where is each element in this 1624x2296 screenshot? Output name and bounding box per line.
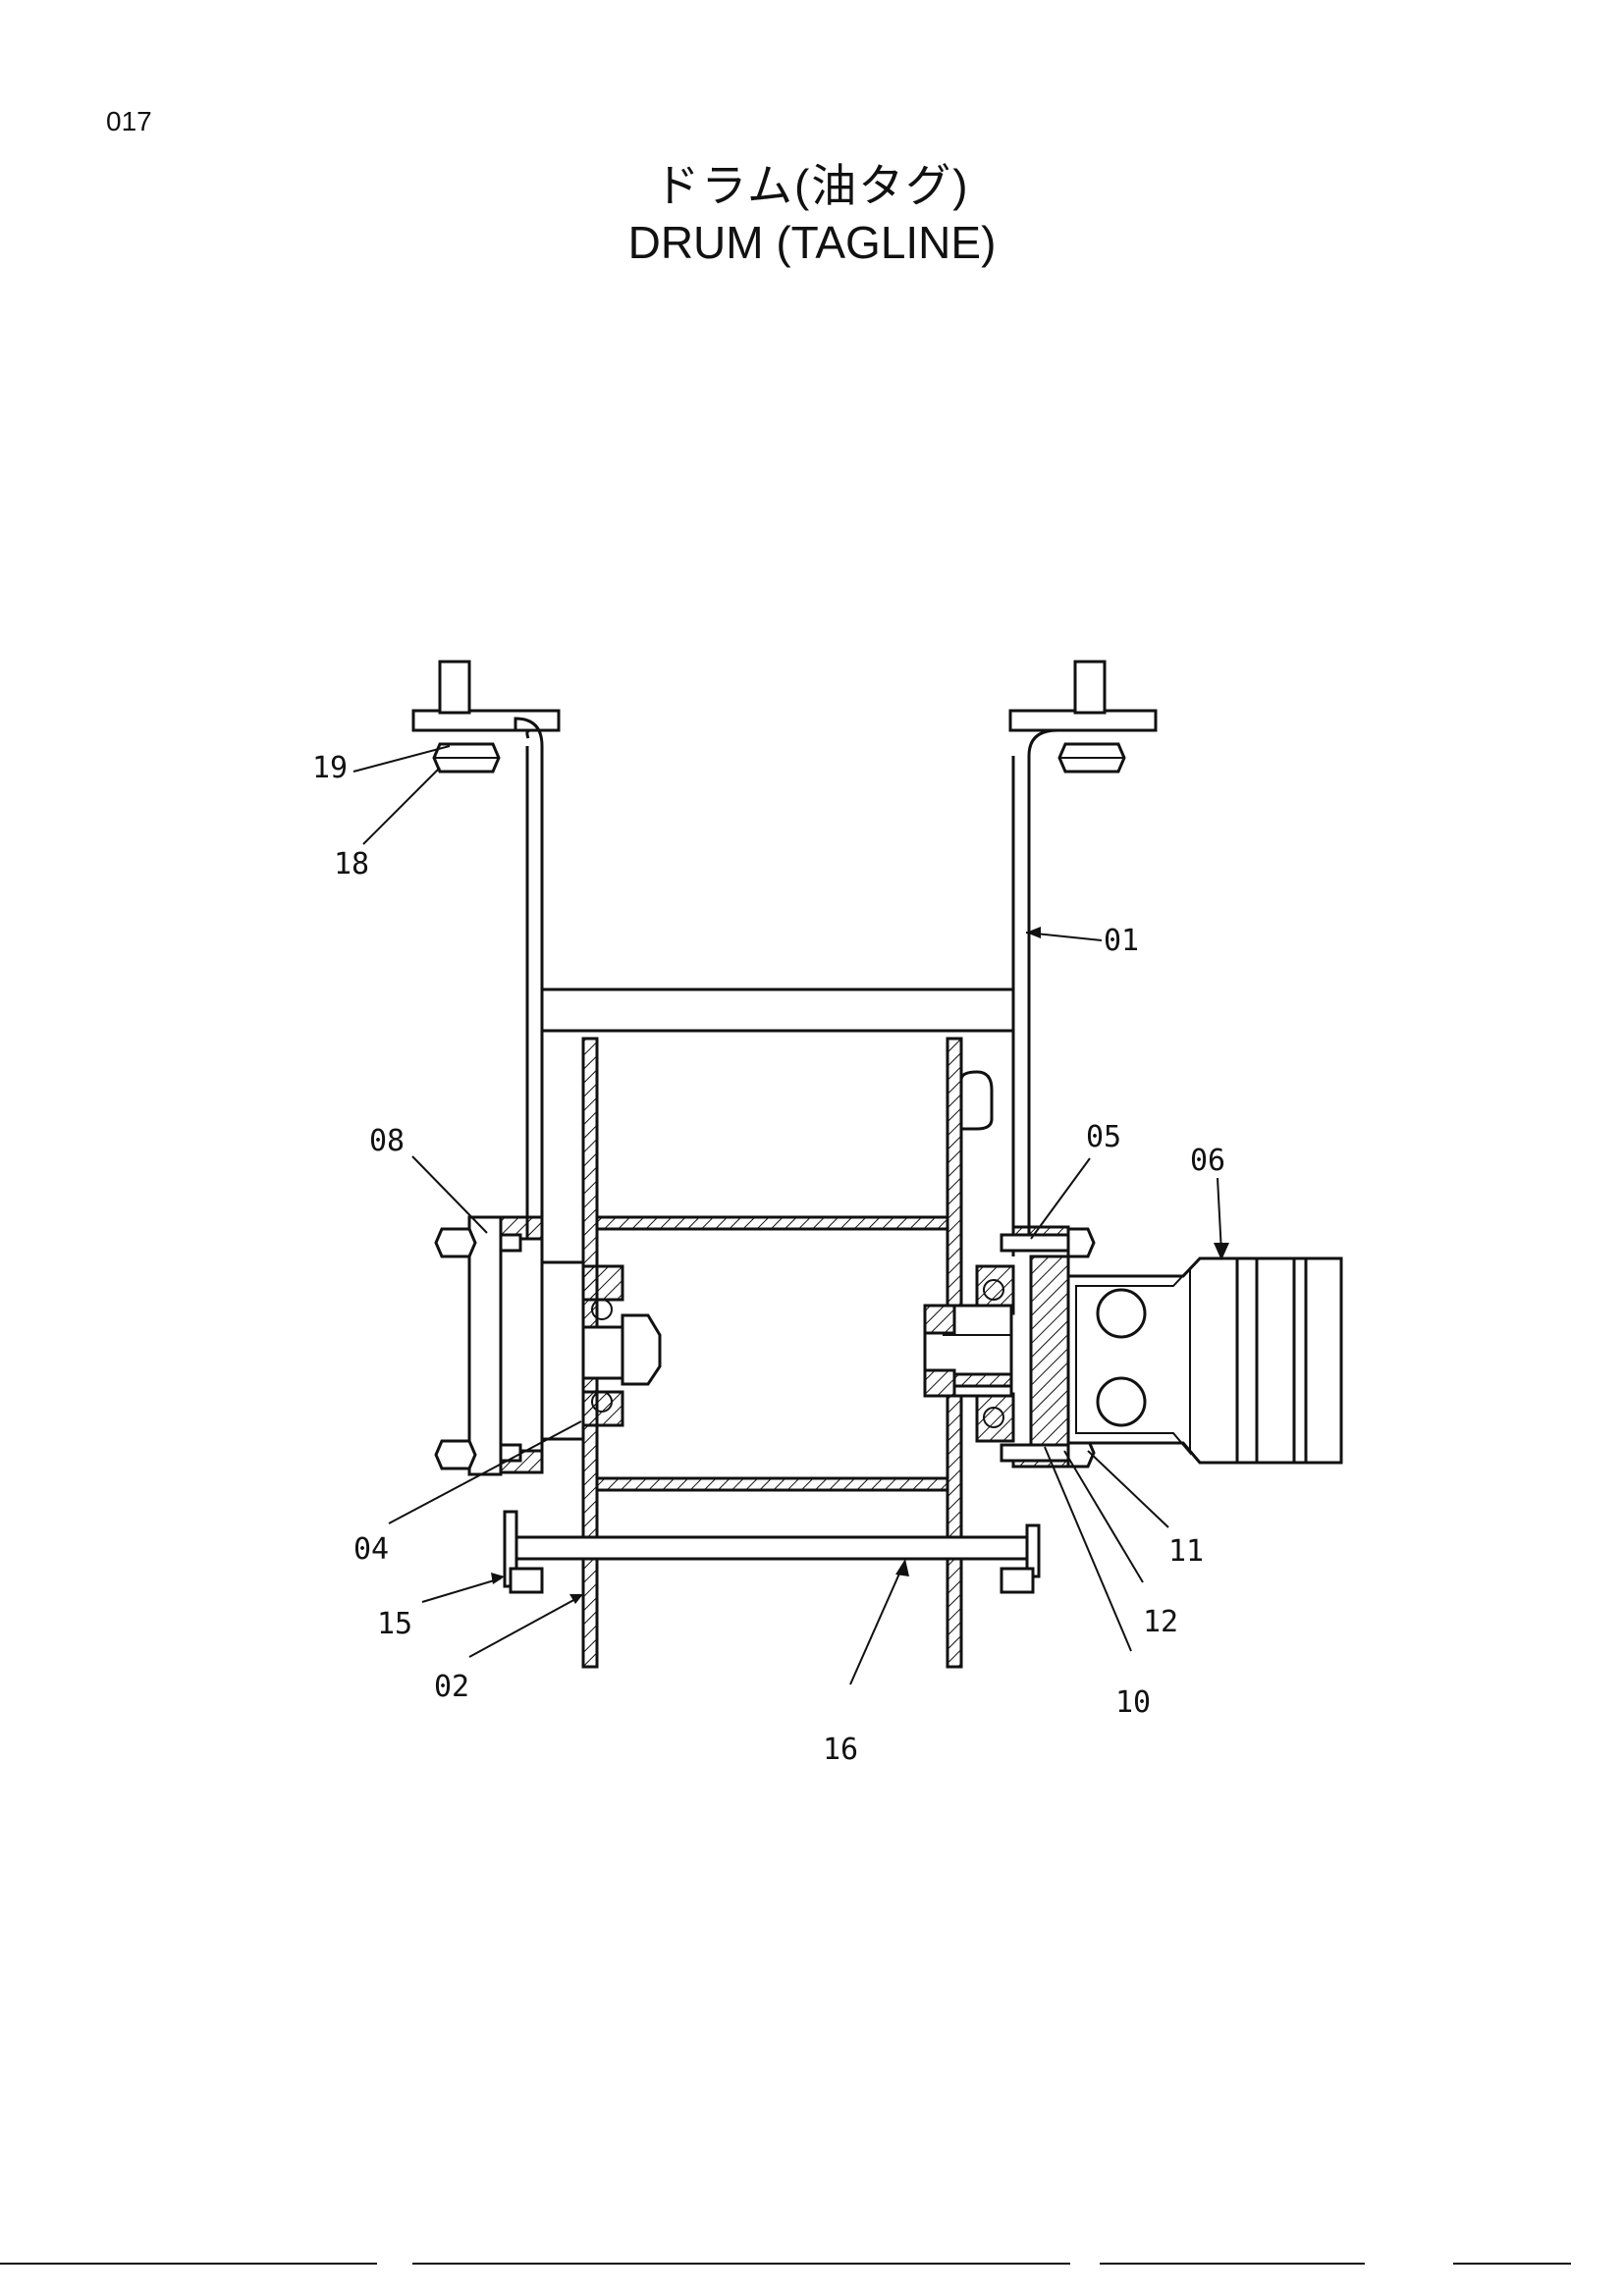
- bolt-housing-right-top: [1000, 1227, 1096, 1258]
- tie-rod: [503, 1510, 1041, 1594]
- leader-lines: [352, 745, 1229, 1685]
- frame-bracket: [411, 660, 1158, 1256]
- callout-05: 05: [1086, 1120, 1121, 1154]
- hydraulic-motor: [1066, 1256, 1343, 1465]
- callout-12: 12: [1143, 1605, 1178, 1639]
- drum-barrel: [595, 1215, 949, 1492]
- bolt-housing-right-bottom: [1000, 1437, 1096, 1468]
- callout-15: 15: [377, 1607, 412, 1641]
- callout-04: 04: [353, 1532, 389, 1567]
- callout-06: 06: [1190, 1144, 1225, 1178]
- callout-19: 19: [312, 751, 348, 785]
- mounting-bolt-right: [1057, 742, 1126, 774]
- title-english: DRUM (TAGLINE): [627, 217, 997, 268]
- page-title: ドラム(油タグ) DRUM (TAGLINE): [0, 157, 1624, 271]
- flange-handle: [959, 1070, 994, 1131]
- callout-08: 08: [369, 1124, 405, 1158]
- callout-02: 02: [434, 1670, 469, 1704]
- callout-10: 10: [1115, 1685, 1151, 1720]
- callout-18: 18: [334, 847, 369, 881]
- mounting-bolt-left: [432, 742, 501, 774]
- bolt-housing-left-top: [434, 1227, 522, 1258]
- page-number: 017: [106, 106, 152, 136]
- title-japanese: ドラム(油タグ): [654, 160, 970, 211]
- bearing-housing-left: [467, 1215, 662, 1476]
- callout-01: 01: [1104, 924, 1139, 958]
- callout-11: 11: [1168, 1534, 1204, 1569]
- bolt-housing-left-bottom: [434, 1439, 522, 1470]
- callout-16: 16: [823, 1733, 858, 1767]
